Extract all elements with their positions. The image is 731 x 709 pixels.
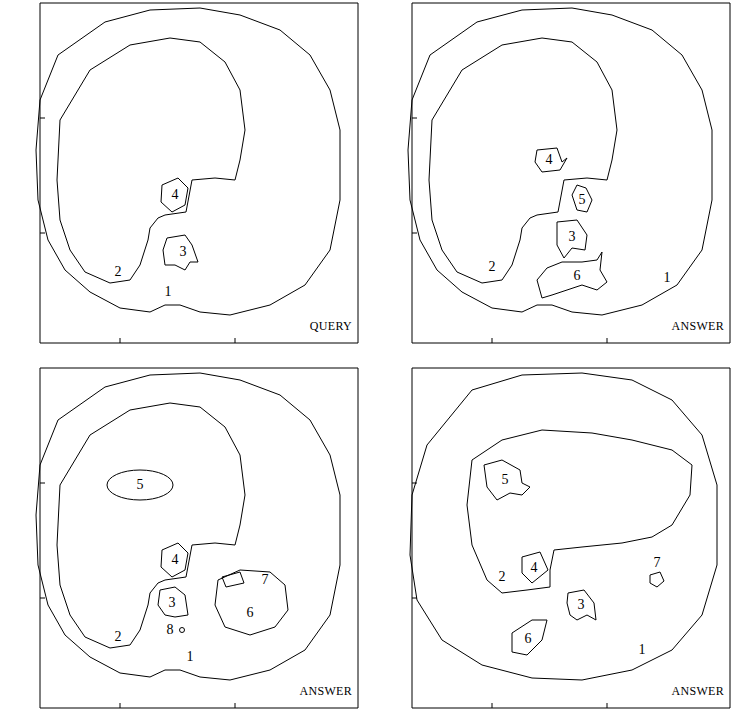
callout-number: 5 [502, 473, 509, 487]
callout-number: 8 [167, 623, 174, 637]
callout-number: 3 [180, 245, 187, 259]
callout-number: 1 [165, 285, 172, 299]
callout-number: 2 [499, 570, 506, 584]
callout-number: 7 [654, 556, 661, 570]
panel-label: ANSWER [672, 685, 724, 697]
callout-number: 4 [531, 561, 538, 575]
callout-number: 3 [569, 230, 576, 244]
callout-number: 7 [262, 573, 269, 587]
callout-number: 5 [137, 478, 144, 492]
callout-number: 4 [172, 188, 179, 202]
panel-label: ANSWER [300, 685, 352, 697]
callout-number: 2 [489, 260, 496, 274]
callout-number: 2 [115, 630, 122, 644]
panel-label: ANSWER [672, 320, 724, 332]
callout-number: 1 [664, 271, 671, 285]
panel-label: QUERY [310, 320, 352, 332]
callout-number: 6 [574, 269, 581, 283]
callout-number: 4 [172, 553, 179, 567]
callout-number: 6 [247, 606, 254, 620]
callout-number: 6 [525, 632, 532, 646]
callout-number: 1 [639, 643, 646, 657]
callout-number: 2 [115, 265, 122, 279]
callout-number: 3 [578, 598, 585, 612]
callout-number: 3 [169, 596, 176, 610]
callout-number: 4 [546, 153, 553, 167]
callout-number: 1 [187, 650, 194, 664]
callout-number: 5 [579, 193, 586, 207]
